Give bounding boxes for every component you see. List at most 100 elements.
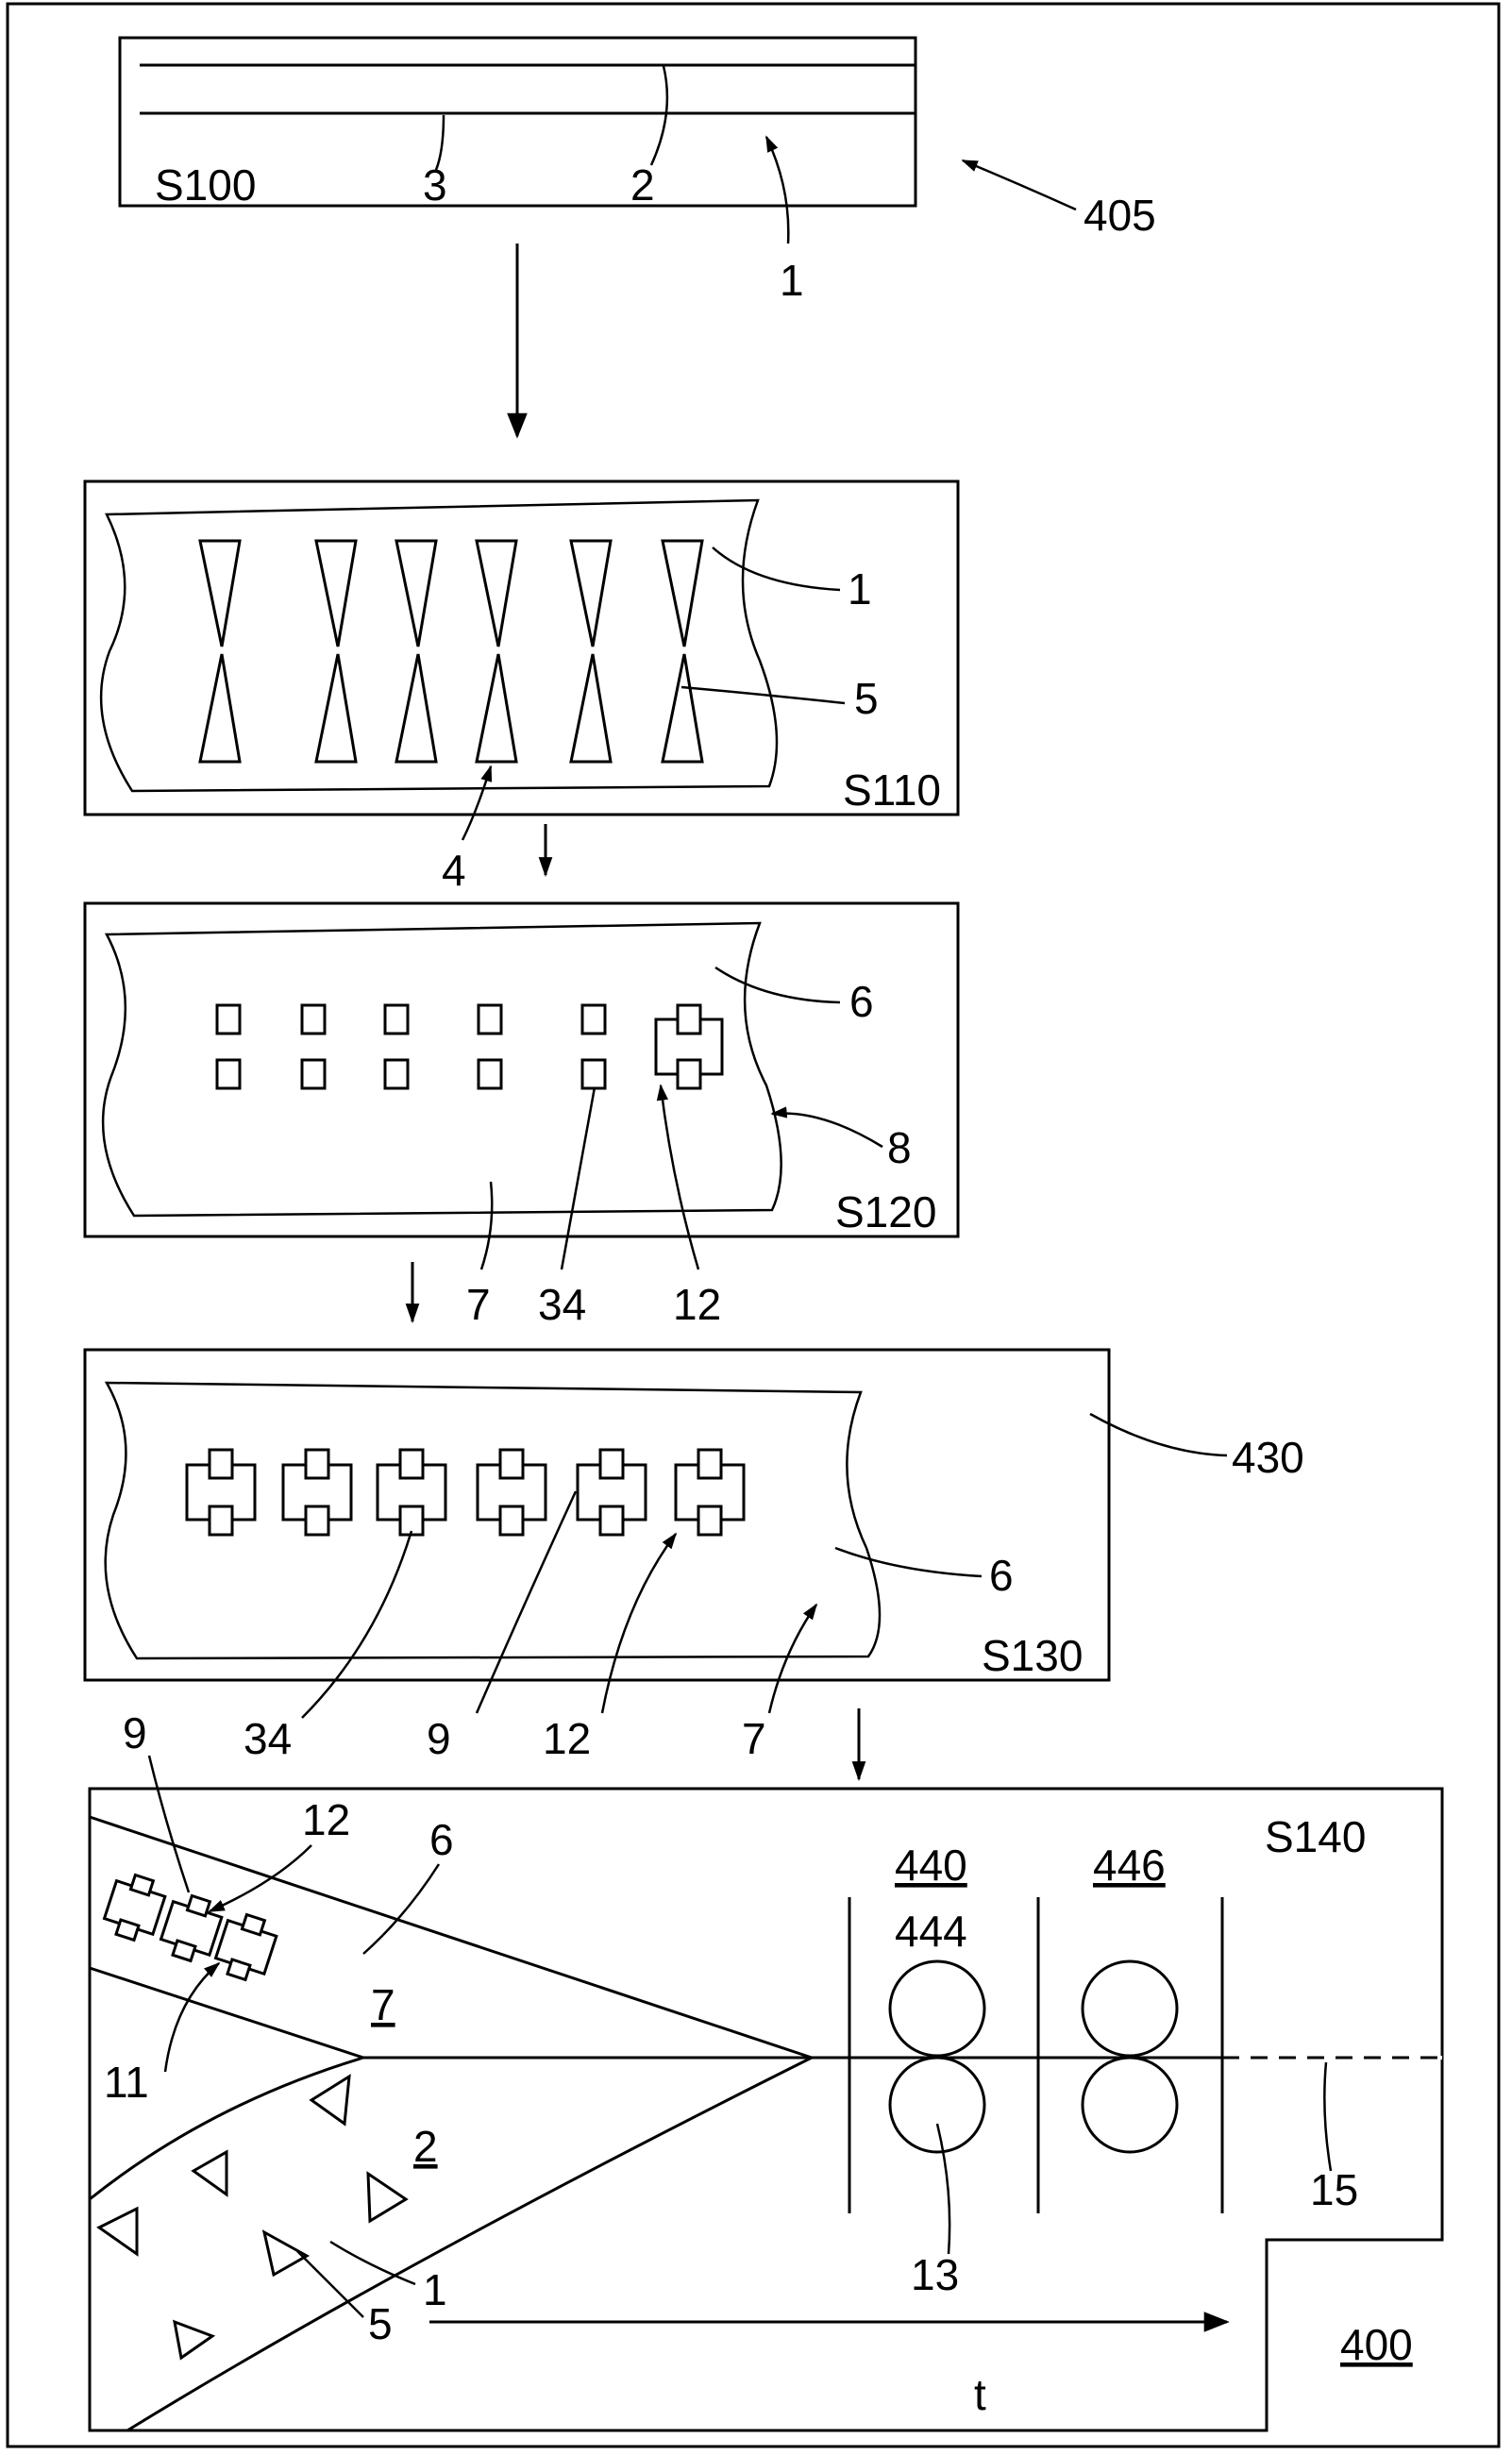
s110-arrow-4 bbox=[462, 766, 491, 840]
contact-pad bbox=[302, 1060, 325, 1088]
s100-ref-2: 2 bbox=[630, 160, 655, 210]
s100-ref-3: 3 bbox=[423, 160, 447, 210]
arrow-405 bbox=[963, 160, 1076, 210]
s140-leader-6 bbox=[363, 1864, 439, 1954]
contact-pad bbox=[385, 1005, 408, 1034]
contact-pad bbox=[479, 1060, 501, 1088]
time-axis-label: t bbox=[974, 2370, 986, 2419]
cut-shape bbox=[663, 541, 702, 762]
contact-pad bbox=[600, 1506, 623, 1535]
lower-web-bottom-edge bbox=[127, 2058, 812, 2430]
s140-ref-1: 1 bbox=[423, 2265, 447, 2314]
s120-leader-7 bbox=[481, 1182, 492, 1270]
contact-pad bbox=[217, 1060, 240, 1088]
contact-pad bbox=[582, 1060, 605, 1088]
s140-ref-5: 5 bbox=[368, 2299, 393, 2348]
s120-ref-6: 6 bbox=[849, 977, 874, 1026]
contact-pad bbox=[400, 1506, 423, 1535]
roller bbox=[890, 1961, 984, 2056]
web-ref-15: 15 bbox=[1310, 2165, 1358, 2214]
s140-arrow-12 bbox=[210, 1845, 311, 1911]
contact-pad bbox=[500, 1450, 523, 1478]
cut-shape bbox=[477, 541, 516, 762]
s130-ref-7: 7 bbox=[742, 1714, 766, 1763]
contact-pad bbox=[500, 1506, 523, 1535]
s120-contact-pads bbox=[217, 1005, 722, 1088]
s120-step-label: S120 bbox=[835, 1187, 936, 1236]
s130-ref-6: 6 bbox=[989, 1551, 1014, 1600]
web-leader-15 bbox=[1324, 2062, 1331, 2171]
s100-step-label: S100 bbox=[155, 160, 256, 210]
s110-ref-1: 1 bbox=[848, 564, 872, 614]
s110-leader-1 bbox=[713, 547, 840, 590]
s120-ref-12: 12 bbox=[673, 1280, 721, 1329]
s140-ref-6: 6 bbox=[429, 1815, 454, 1864]
contact-pad bbox=[306, 1506, 328, 1535]
s100-leader-2 bbox=[651, 66, 667, 165]
contact-pad bbox=[678, 1060, 700, 1088]
s110-ref-5: 5 bbox=[854, 674, 879, 723]
s120-leader-34 bbox=[562, 1087, 595, 1270]
cut-shape bbox=[200, 541, 240, 762]
s130-ref-9: 9 bbox=[427, 1714, 451, 1763]
s120-ref-34: 34 bbox=[538, 1280, 586, 1329]
station-ref-446: 446 bbox=[1093, 1841, 1166, 1890]
s110-ref-4: 4 bbox=[442, 846, 466, 895]
contact-pad bbox=[698, 1506, 721, 1535]
contact-pad bbox=[582, 1005, 605, 1034]
s110-step-label: S110 bbox=[843, 765, 941, 815]
triangle bbox=[311, 2077, 349, 2124]
roller bbox=[890, 2058, 984, 2152]
lower-web-top-edge bbox=[90, 2058, 812, 2199]
s110-leader-5 bbox=[681, 687, 845, 703]
s140-leader-5 bbox=[297, 2251, 363, 2317]
upper-web-bottom-edge bbox=[90, 1968, 363, 2058]
s130-ref-12: 12 bbox=[543, 1714, 591, 1763]
contact-pad bbox=[306, 1450, 328, 1478]
ref-400: 400 bbox=[1340, 2320, 1413, 2369]
s140-step-label: S140 bbox=[1265, 1812, 1366, 1861]
ref-405: 405 bbox=[1084, 191, 1156, 240]
triangle bbox=[368, 2174, 406, 2221]
s120-arrow-8 bbox=[772, 1113, 882, 1147]
s140-arrow-11 bbox=[165, 1963, 219, 2072]
station-ref-440: 440 bbox=[895, 1841, 967, 1890]
contact-pad bbox=[217, 1005, 240, 1034]
panel-s110: 1 5 4 S110 bbox=[85, 481, 958, 895]
station-ref-444: 444 bbox=[895, 1907, 967, 1956]
cut-shape bbox=[396, 541, 436, 762]
cut-shape bbox=[571, 541, 611, 762]
s140-leader-9 bbox=[149, 1756, 189, 1892]
outer-frame bbox=[8, 4, 1499, 2447]
contact-pad bbox=[678, 1005, 700, 1034]
panel-s130: 430 6 34 9 12 7 S130 bbox=[85, 1350, 1304, 1763]
contact-pad bbox=[385, 1060, 408, 1088]
ref-430: 430 bbox=[1232, 1433, 1304, 1482]
s140-triangles bbox=[99, 2077, 406, 2358]
contact-pad bbox=[400, 1450, 423, 1478]
s140-ref-2: 2 bbox=[413, 2122, 438, 2171]
roller-ref-13: 13 bbox=[911, 2250, 959, 2299]
roller bbox=[1083, 2058, 1177, 2152]
s130-chips bbox=[187, 1450, 744, 1535]
s130-arrow-12 bbox=[602, 1534, 676, 1713]
contact-pad bbox=[698, 1450, 721, 1478]
contact-pad bbox=[210, 1450, 232, 1478]
s130-leader-34 bbox=[302, 1531, 412, 1718]
contact-pad bbox=[600, 1450, 623, 1478]
panel-s140: t 9 12 6 7 11 2 1 5 440 444 446 S140 13 … bbox=[90, 1708, 1442, 2430]
s140-ref-11: 11 bbox=[104, 2058, 149, 2107]
s100-ref-1: 1 bbox=[780, 256, 804, 305]
s120-ref-8: 8 bbox=[887, 1123, 912, 1172]
s130-leader-6 bbox=[835, 1548, 982, 1576]
s140-leader-1 bbox=[330, 2242, 415, 2284]
s130-ref-34: 34 bbox=[244, 1714, 292, 1763]
s140-ref-7: 7 bbox=[371, 1980, 395, 2029]
s120-ref-7: 7 bbox=[466, 1280, 491, 1329]
contact-pad bbox=[210, 1506, 232, 1535]
contact-pad bbox=[302, 1005, 325, 1034]
s120-leader-6 bbox=[715, 967, 840, 1002]
s110-cut-shapes bbox=[200, 541, 702, 762]
triangle bbox=[175, 2322, 212, 2358]
